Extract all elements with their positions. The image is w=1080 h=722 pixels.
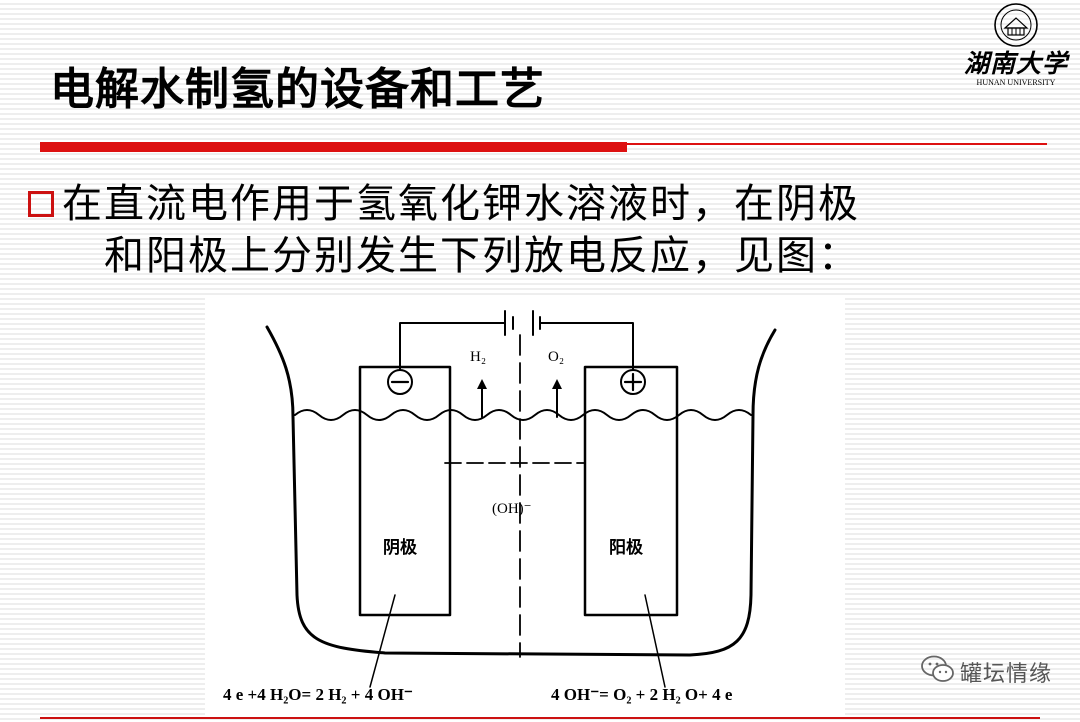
anode-label: 阳极 (609, 538, 643, 558)
cathode-leader-line (369, 594, 396, 688)
bullet-square-icon (28, 191, 54, 217)
university-seal-icon (994, 3, 1038, 47)
slide-title: 电解水制氢的设备和工艺 (50, 64, 545, 115)
cathode-equation: 4 e +4 H₂O= 2 H₂ + 4 OH⁻ (223, 685, 413, 704)
paragraph-text-1: 在直流电作用于氢氧化钾水溶液时，在阴极 (62, 181, 860, 227)
title-underline-thin (627, 143, 1047, 145)
h2-label: H₂ (470, 349, 486, 365)
anode-leader-line (644, 594, 666, 688)
hydroxide-label: (OH)⁻ (492, 501, 532, 517)
electrolysis-figure: H₂ O₂ (OH)⁻ 阴极 阳极 4 e +4 H₂O= 2 H₂ + 4 O… (205, 295, 845, 715)
logo-english-name: HUNAN UNIVERSITY (976, 78, 1056, 87)
cathode-label: 阴极 (383, 538, 417, 558)
water-surface (294, 409, 752, 421)
circuit-wire-left (399, 322, 506, 371)
cathode-terminal-icon (387, 369, 413, 395)
bottom-rule (40, 717, 1040, 719)
paragraph-line-2: 和阳极上分别发生下列放电反应，见图： (104, 233, 860, 279)
wechat-icon (921, 655, 954, 682)
electrolysis-diagram: H₂ O₂ (OH)⁻ 阴极 阳极 4 e +4 H₂O= 2 H₂ + 4 O… (223, 310, 777, 704)
anode-terminal-icon (620, 369, 646, 395)
slide-paragraph: 在直流电作用于氢氧化钾水溶液时，在阴极 和阳极上分别发生下列放电反应，见图： (28, 178, 860, 282)
paragraph-line-1: 在直流电作用于氢氧化钾水溶液时，在阴极 (28, 178, 860, 230)
o2-label: O₂ (548, 349, 564, 365)
watermark: 罐坛情缘 (920, 650, 1080, 690)
circuit-wire-right (539, 322, 634, 371)
tank-outline (265, 325, 777, 657)
cathode-plate (358, 365, 452, 617)
watermark-text: 罐坛情缘 (960, 662, 1053, 687)
anode-equation: 4 OH⁻= O₂ + 2 H₂ O+ 4 e (551, 685, 733, 704)
title-underline (40, 142, 627, 152)
university-logo: 湖南大学 HUNAN UNIVERSITY (960, 2, 1072, 94)
logo-chinese-name: 湖南大学 (963, 49, 1068, 78)
battery-icon (504, 310, 541, 336)
anode-plate (583, 365, 679, 617)
